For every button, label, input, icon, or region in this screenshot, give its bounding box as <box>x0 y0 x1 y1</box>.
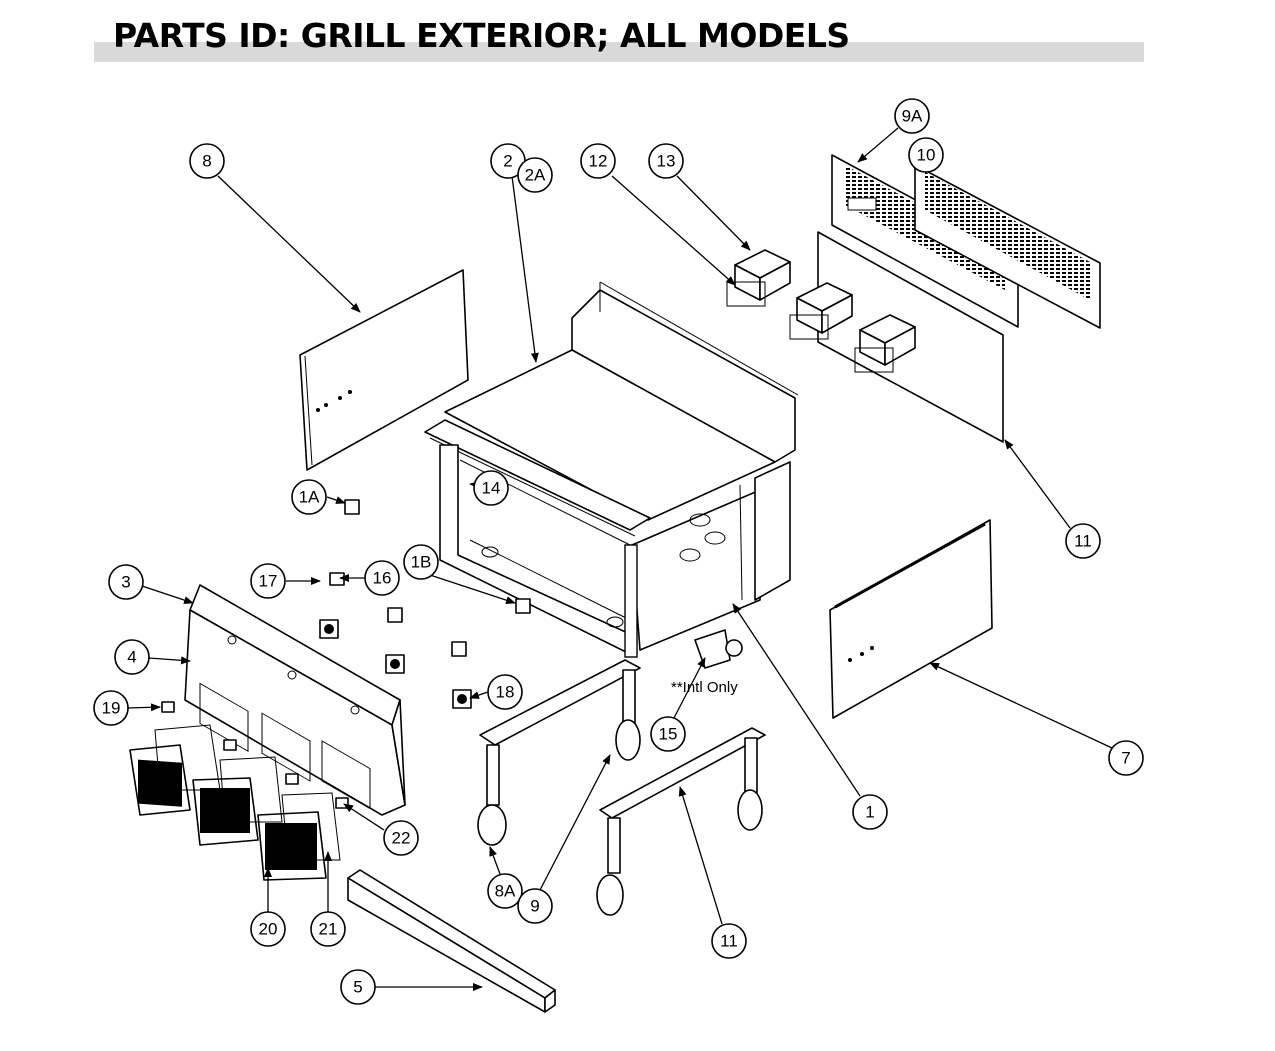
svg-text:3: 3 <box>121 573 130 592</box>
svg-text:22: 22 <box>392 829 411 848</box>
callout-18: 18 <box>487 674 523 710</box>
callout-1b: 1B <box>403 544 439 580</box>
svg-text:5: 5 <box>353 978 362 997</box>
svg-text:21: 21 <box>319 920 338 939</box>
control-panel <box>184 584 406 816</box>
callout-7: 8 <box>189 143 225 179</box>
svg-text:12: 12 <box>589 152 608 171</box>
svg-text:17: 17 <box>259 572 278 591</box>
svg-text:4: 4 <box>127 648 136 667</box>
svg-text:2: 2 <box>503 152 512 171</box>
grill-frame <box>424 281 799 658</box>
svg-text:16: 16 <box>373 569 392 588</box>
svg-text:13: 13 <box>657 152 676 171</box>
callout-19: 19 <box>93 690 129 726</box>
callout-9a: 10 <box>908 137 944 173</box>
svg-text:1B: 1B <box>411 553 432 572</box>
svg-text:9: 9 <box>530 897 539 916</box>
svg-text:2A: 2A <box>525 166 546 185</box>
callout-17: 17 <box>250 563 286 599</box>
svg-text:18: 18 <box>496 683 515 702</box>
modules <box>726 249 916 373</box>
callout-16: 16 <box>364 560 400 596</box>
svg-text:8: 8 <box>202 152 211 171</box>
svg-text:20: 20 <box>259 920 278 939</box>
svg-text:15: 15 <box>659 725 678 744</box>
callout-3: 3 <box>108 564 144 600</box>
callout-22: 22 <box>383 820 419 856</box>
base-trim <box>347 869 556 1013</box>
svg-text:11: 11 <box>720 932 738 951</box>
callout-1a: 1A <box>291 479 327 515</box>
callout-21: 21 <box>310 911 346 947</box>
callout-20: 20 <box>250 911 286 947</box>
callout-14: 14 <box>473 470 509 506</box>
callout-2a: 2A <box>517 157 553 193</box>
svg-text:1A: 1A <box>299 488 320 507</box>
svg-text:9A: 9A <box>902 107 923 126</box>
svg-text:10: 10 <box>917 146 936 165</box>
side-panel-right <box>829 519 993 719</box>
leg-assembly <box>477 659 766 916</box>
svg-text:14: 14 <box>482 479 501 498</box>
callout-1: 1 <box>852 794 888 830</box>
callout-10: 11 <box>1065 523 1101 559</box>
svg-text:8A: 8A <box>495 882 516 901</box>
svg-text:1: 1 <box>865 803 874 822</box>
callout-6: 7 <box>1108 740 1144 776</box>
title-bar <box>94 42 1144 62</box>
callout-8a: 9 <box>517 888 553 924</box>
svg-text:19: 19 <box>102 699 121 718</box>
svg-text:7: 7 <box>1121 749 1130 768</box>
svg-text:11: 11 <box>1074 532 1092 551</box>
intl-only-note: **Intl Only <box>671 679 738 696</box>
page-title: PARTS ID: GRILL EXTERIOR; ALL MODELS <box>113 16 850 55</box>
side-panel-left <box>299 269 469 471</box>
callout-12: 12 <box>580 143 616 179</box>
callout-15: 15 <box>650 716 686 752</box>
callout-8: 8A <box>487 873 523 909</box>
callout-9: 9A <box>894 98 930 134</box>
rear-grille <box>831 154 1101 329</box>
displays <box>129 724 341 881</box>
callout-11: 11 <box>711 923 747 959</box>
callout-4: 4 <box>114 639 150 675</box>
leader-lines <box>127 127 1113 991</box>
callout-5: 5 <box>340 969 376 1005</box>
callout-13: 13 <box>648 143 684 179</box>
